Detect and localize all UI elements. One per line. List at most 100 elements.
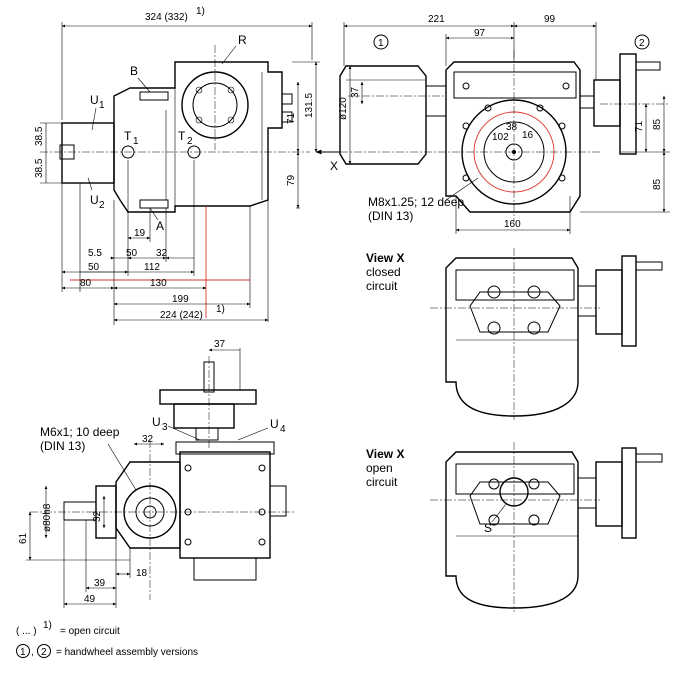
dim-32b: 32: [92, 510, 103, 522]
port-b: [139, 91, 169, 101]
side-bottom-plate: [193, 557, 257, 581]
label-t1: T: [124, 129, 132, 143]
closed-flange: [469, 291, 561, 333]
dim-71b: 71: [634, 120, 645, 132]
bolt-hole: [184, 538, 192, 546]
dim-131-5: 131.5: [304, 93, 315, 118]
open-hw-disc: [621, 447, 637, 539]
dim-50b: 50: [88, 262, 100, 273]
leader-thread: [445, 177, 479, 201]
label-u4-sub: 4: [280, 424, 286, 435]
open-hw-block: [595, 461, 623, 527]
label-u3: U: [152, 415, 161, 429]
side-top-plate: [175, 441, 275, 455]
dim-224-sup: 1): [216, 304, 225, 315]
handwheel-1-neck: [425, 85, 447, 117]
side-hw-block: [173, 403, 235, 429]
label-x: X: [330, 159, 338, 173]
bolt-hole: [184, 464, 192, 472]
dim-85a: 85: [652, 118, 663, 130]
legend-row1-text: = open circuit: [60, 626, 120, 637]
dim-221: 221: [428, 14, 445, 25]
port-hole: [527, 285, 541, 299]
bolt-hole: [195, 116, 203, 124]
thread-note-2: (DIN 13): [368, 209, 413, 223]
handwheel-2-neck: [579, 95, 595, 109]
view-x-closed-drawing: View X closed circuit: [366, 248, 663, 420]
leader-u2: [87, 177, 93, 191]
dim-324-sup: 1): [196, 6, 205, 17]
side-view: 37 U 3 U 4 M6x1; 10 deep (DIN 13) 32 32 …: [18, 339, 296, 608]
front-view: 102 16 38 1 2 221 99 97 ø120 37: [338, 14, 670, 234]
front-top-block: [453, 71, 577, 99]
dim-79: 79: [286, 174, 297, 186]
legend-badge-1-text: 1: [20, 647, 26, 658]
handwheel-version-1-badge: [373, 34, 389, 50]
front-body: [445, 61, 581, 213]
dim-38-5-top: 38.5: [34, 126, 45, 146]
bolt-hole: [558, 122, 566, 130]
dim-19: 19: [134, 228, 146, 239]
port-hole: [487, 285, 501, 299]
inner-label-102: 102: [492, 132, 509, 143]
label-a: A: [156, 219, 164, 233]
handwheel-version-2-badge: [634, 34, 650, 50]
label-b: B: [130, 64, 138, 78]
dim-99: 99: [544, 14, 556, 25]
shaft-flange: [61, 122, 115, 184]
dim-39: 39: [94, 578, 106, 589]
dim-dia120: ø120: [338, 97, 349, 120]
label-t2-sub: 2: [187, 136, 193, 147]
legend-row1-sup: 1): [43, 620, 52, 631]
bolt-hole: [462, 82, 470, 90]
bolt-hole: [258, 538, 266, 546]
view-x-open-line2: circuit: [366, 475, 398, 489]
thread-note-1: M8x1.25; 12 deep: [368, 195, 464, 209]
dim-80: 80: [80, 278, 92, 289]
inner-label-16: 16: [522, 130, 534, 141]
open-neck: [577, 477, 597, 509]
bolt-hole: [258, 464, 266, 472]
leader-r: [221, 45, 237, 65]
closed-top-block: [455, 269, 575, 301]
inner-label-38: 38: [506, 122, 518, 133]
dim-38-5-bottom: 38.5: [34, 158, 45, 178]
label-u2: U: [90, 193, 99, 207]
legend-badge-2: [37, 644, 51, 658]
open-body: [445, 451, 579, 609]
dim-130: 130: [150, 278, 167, 289]
side-hw-neck: [195, 427, 219, 441]
label-t2: T: [178, 129, 186, 143]
dim-71: 71: [286, 112, 297, 124]
label-r: R: [238, 33, 247, 47]
label-u2-sub: 2: [99, 200, 105, 211]
dim-61: 61: [18, 532, 29, 544]
legend-comma: ,: [31, 647, 34, 658]
legend-badge-1: [16, 644, 30, 658]
legend: ( ... ) 1) = open circuit 1 , 2 = handwh…: [16, 620, 198, 658]
dim-324-label: 324 (332): [145, 12, 188, 23]
leader-u1: [91, 107, 97, 131]
badge-1-text: 1: [378, 38, 384, 49]
leader-b: [137, 77, 151, 93]
port-hole: [487, 321, 501, 335]
dim-32: 32: [156, 248, 168, 259]
dim-5-5: 5.5: [88, 248, 102, 259]
view-x-closed-title: View X: [366, 251, 404, 265]
port-r-circle: [181, 71, 249, 139]
bolt-hole: [227, 86, 235, 94]
bolt-hole: [484, 104, 492, 112]
leader-u4: [237, 427, 269, 441]
side-body: [179, 451, 271, 559]
dim-85b: 85: [652, 178, 663, 190]
closed-hw-grip: [635, 261, 663, 271]
dim-199: 199: [172, 294, 189, 305]
label-u3-sub: 3: [162, 422, 168, 433]
handwheel-2-block: [593, 79, 621, 127]
port-hole: [528, 514, 540, 526]
dim-37: 37: [350, 86, 361, 98]
dim-112: 112: [144, 262, 160, 273]
side-thread-note-2: (DIN 13): [40, 439, 85, 453]
leader-side-thread: [107, 443, 137, 491]
